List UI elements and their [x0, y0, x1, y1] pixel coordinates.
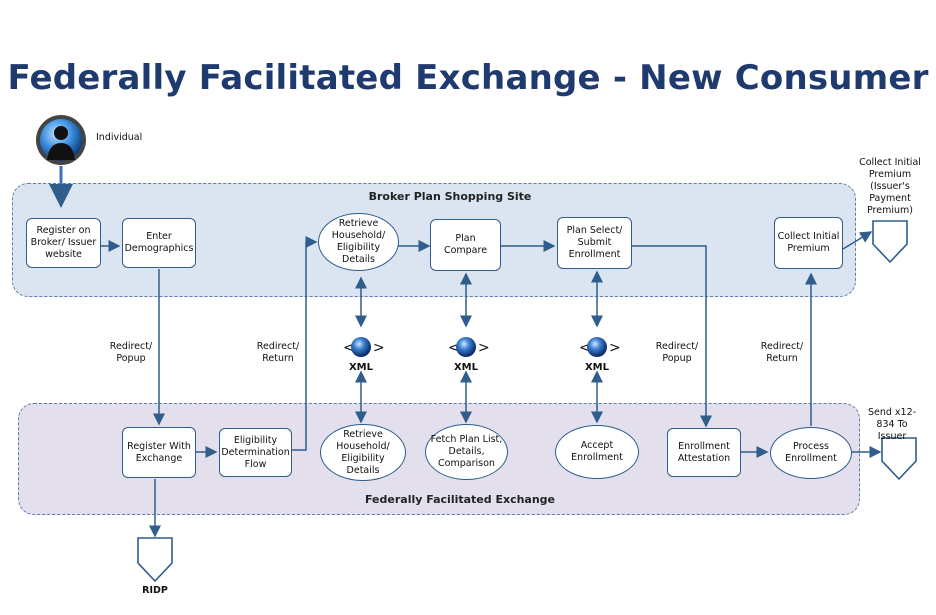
- eligibility-flow-step[interactable]: Eligibility Determination Flow: [219, 428, 292, 477]
- plan-compare-step[interactable]: Plan Compare: [430, 219, 501, 271]
- redirect-popup-label: Redirect/ Popup: [109, 341, 153, 364]
- xml-label: XML: [453, 362, 479, 373]
- retrieve-ffe-step[interactable]: Retrieve Household/ Eligibility Details: [320, 424, 406, 481]
- redirect-return-label: Redirect/ Return: [760, 341, 804, 364]
- svg-text:<: <: [448, 340, 460, 356]
- plan-select-step[interactable]: Plan Select/ Submit Enrollment: [557, 217, 632, 269]
- process-enrollment-step[interactable]: Process Enrollment: [770, 427, 852, 479]
- xml-globe-icon: < >: [579, 337, 621, 357]
- collect-premium-step[interactable]: Collect Initial Premium: [774, 217, 843, 269]
- page-title: Federally Facilitated Exchange - New Con…: [7, 58, 929, 98]
- enter-demographics-step[interactable]: Enter Demographics: [122, 218, 196, 268]
- broker-lane-label: Broker Plan Shopping Site: [368, 190, 532, 203]
- svg-text:>: >: [373, 340, 385, 356]
- svg-text:>: >: [478, 340, 490, 356]
- accept-enrollment-step[interactable]: Accept Enrollment: [555, 425, 639, 479]
- xml-globe-icon: < >: [448, 337, 490, 357]
- retrieve-broker-step[interactable]: Retrieve Household/ Eligibility Details: [318, 213, 399, 271]
- individual-avatar-icon: [36, 115, 86, 165]
- send-terminal-label: Send x12-834 To Issuer: [867, 407, 917, 442]
- redirect-return-label: Redirect/ Return: [256, 341, 300, 364]
- xml-label: XML: [348, 362, 374, 373]
- register-broker-step[interactable]: Register on Broker/ Issuer website: [26, 218, 101, 268]
- premium-terminal-icon: [872, 220, 908, 264]
- ridp-terminal-label: RIDP: [142, 585, 168, 596]
- register-exchange-step[interactable]: Register With Exchange: [122, 427, 196, 478]
- xml-globe-icon: < >: [343, 337, 385, 357]
- redirect-popup-label: Redirect/ Popup: [655, 341, 699, 364]
- enrollment-attestation-step[interactable]: Enrollment Attestation: [667, 428, 741, 477]
- ridp-terminal-icon: [137, 537, 173, 583]
- premium-terminal-label: Collect Initial Premium (Issuer's Paymen…: [859, 157, 921, 216]
- ffe-lane-label: Federally Facilitated Exchange: [364, 493, 556, 506]
- svg-text:>: >: [609, 340, 621, 356]
- svg-text:<: <: [579, 340, 591, 356]
- svg-text:<: <: [343, 340, 355, 356]
- actor-label: Individual: [96, 132, 143, 143]
- xml-label: XML: [584, 362, 610, 373]
- fetch-plan-step[interactable]: Fetch Plan List, Details, Comparison: [425, 424, 508, 480]
- send-terminal-icon: [881, 437, 917, 481]
